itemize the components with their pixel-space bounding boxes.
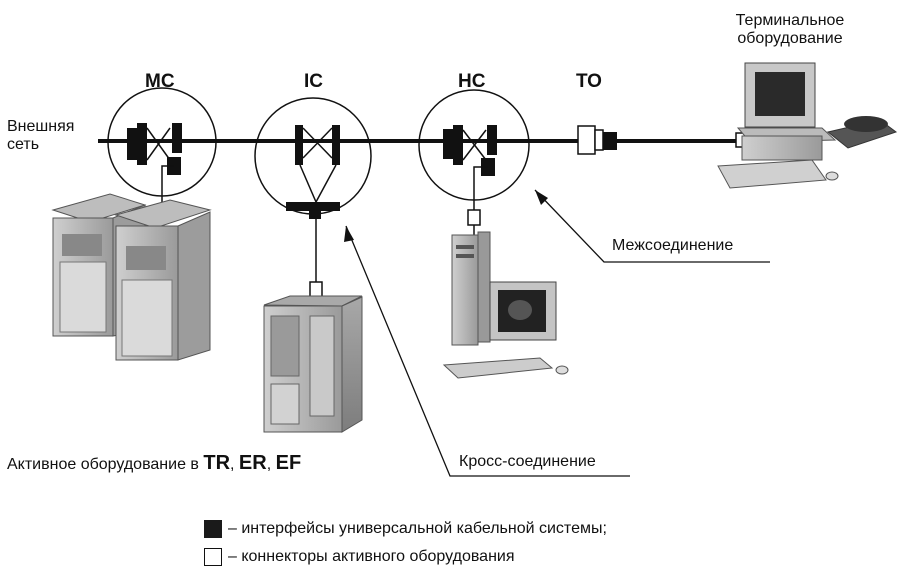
terminal-equipment-image bbox=[717, 62, 898, 189]
terminal-equipment-line2: оборудование bbox=[737, 30, 843, 47]
active-equipment-tr: TR bbox=[203, 452, 231, 474]
legend-empty-text: – коннекторы активного оборудования bbox=[228, 548, 515, 565]
cross-connection-pointer bbox=[345, 225, 630, 477]
hc-circle bbox=[418, 89, 530, 235]
external-network-line1: Внешняя bbox=[7, 118, 75, 135]
legend-filled-swatch bbox=[204, 520, 222, 538]
active-equipment-sep2: , bbox=[266, 456, 276, 473]
node-label-to: ТО bbox=[576, 71, 602, 92]
interconnection-pointer bbox=[534, 189, 770, 263]
mc-cabinets-image bbox=[51, 193, 212, 361]
external-network-label: Внешняя сеть bbox=[7, 118, 74, 154]
cross-connection-label: Кросс-соединение bbox=[459, 453, 596, 470]
active-equipment-sep1: , bbox=[230, 456, 239, 473]
active-equipment-label: Активное оборудование в TR, ER, EF bbox=[7, 452, 301, 476]
terminal-equipment-label: Терминальное оборудование bbox=[715, 12, 865, 48]
node-label-hc: НС bbox=[458, 71, 486, 92]
legend-row-empty: – коннекторы активного оборудования bbox=[204, 548, 515, 566]
interconnection-label: Межсоединение bbox=[612, 237, 734, 254]
active-equipment-ef: EF bbox=[275, 452, 302, 474]
terminal-equipment-line1: Терминальное bbox=[735, 12, 845, 29]
ic-circle bbox=[254, 97, 372, 299]
legend-filled-text: – интерфейсы универсальной кабельной сис… bbox=[228, 520, 607, 537]
external-network-line2: сеть bbox=[7, 136, 40, 153]
ic-cabinet-image bbox=[263, 295, 363, 433]
active-equipment-prefix: Активное оборудование в bbox=[7, 456, 204, 473]
hc-active-connector bbox=[467, 209, 481, 226]
hc-computer-image bbox=[442, 231, 569, 379]
active-equipment-er: ER bbox=[238, 452, 267, 474]
legend-empty-swatch bbox=[204, 548, 222, 566]
node-label-ic: IC bbox=[304, 71, 323, 92]
legend-row-filled: – интерфейсы универсальной кабельной сис… bbox=[204, 520, 607, 538]
mc-circle bbox=[107, 87, 217, 224]
node-label-mc: МС bbox=[145, 71, 175, 92]
